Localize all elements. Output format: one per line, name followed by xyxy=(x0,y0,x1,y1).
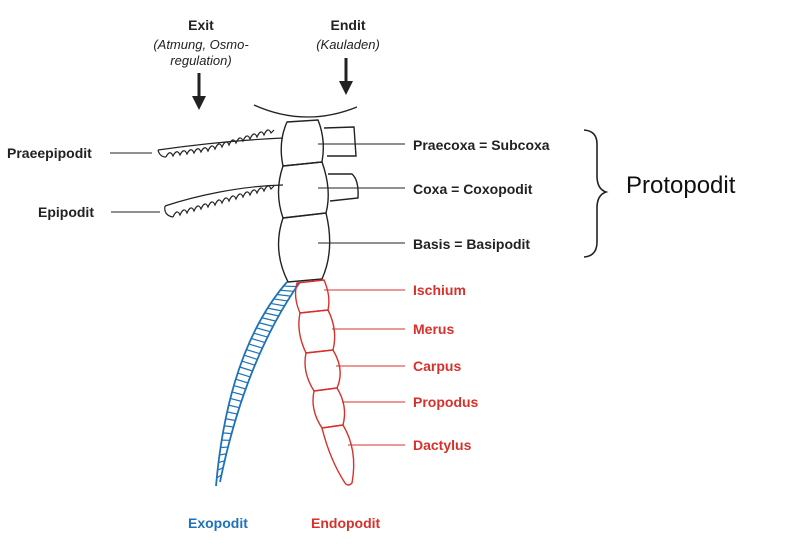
merus-segment xyxy=(298,309,336,354)
basis-label: Basis = Basipodit xyxy=(413,236,531,252)
endit-title: Endit xyxy=(330,17,366,33)
carpus-segment xyxy=(304,349,341,392)
exopodit-annulus xyxy=(222,432,232,435)
exopodit-annulus xyxy=(251,337,266,344)
exopodit-annulus xyxy=(270,302,285,307)
exopodit-annulus xyxy=(241,360,256,366)
exopodit-annulus xyxy=(231,391,244,396)
exopodit-annulus xyxy=(225,418,236,422)
endopodit-ramus xyxy=(294,279,355,486)
praeepipodit-lobe xyxy=(157,129,284,158)
propodus-label: Propodus xyxy=(413,394,479,410)
protopodit-label: Protopodit xyxy=(626,172,736,199)
endit-note: (Kauladen) xyxy=(316,37,380,52)
exopodit-annulus xyxy=(217,467,224,471)
exopodit-annulus xyxy=(264,312,279,317)
merus-label: Merus xyxy=(413,321,455,337)
exopodit-annulus xyxy=(276,293,291,297)
propodus-segment xyxy=(312,387,346,429)
leader-lines-red xyxy=(324,289,405,446)
epipodit-lobe xyxy=(164,184,284,218)
exopodit-annulus xyxy=(267,307,282,312)
exopodit-inner-edge xyxy=(219,281,301,483)
coxa-label: Coxa = Coxopodit xyxy=(413,181,533,197)
ischium-segment xyxy=(294,279,330,314)
endopodit-label: Endopodit xyxy=(311,515,381,531)
exopodit-annulus xyxy=(224,425,234,428)
exopodit-annulus xyxy=(248,343,263,349)
basis-segment xyxy=(277,212,331,283)
exopodit-annulus xyxy=(258,322,274,327)
exopodit-annulus xyxy=(256,327,271,333)
exopodit-annulus xyxy=(233,384,246,390)
exopodit-annulus xyxy=(239,366,253,372)
praecoxa-segment xyxy=(280,119,357,167)
ischium-label: Ischium xyxy=(413,282,466,298)
exopodit-annulus xyxy=(219,453,227,456)
exopodit-annulus xyxy=(230,397,242,402)
leader-lines xyxy=(110,143,405,244)
exopodit-annulus xyxy=(227,411,238,415)
praecoxa-label: Praecoxa = Subcoxa xyxy=(413,137,550,153)
exopodit-annulus xyxy=(283,285,297,288)
carpus-label: Carpus xyxy=(413,358,462,374)
praeepipodit-label: Praeepipodit xyxy=(7,145,92,161)
exopodit-annulus xyxy=(237,372,251,378)
exopodit-annulus xyxy=(235,378,249,384)
exit-note-line2: regulation) xyxy=(170,53,232,68)
exopodit-annulus xyxy=(253,332,268,338)
dactylus-label: Dactylus xyxy=(413,437,472,453)
exopodit-annulus xyxy=(218,460,225,464)
epipodit-label: Epipodit xyxy=(38,204,94,220)
exopodit-ramus xyxy=(215,281,301,487)
body-wall-arc xyxy=(253,104,358,118)
exopodit-annulus xyxy=(280,289,294,292)
exit-arrow xyxy=(192,73,206,110)
exit-title: Exit xyxy=(188,17,214,33)
dactylus-segment xyxy=(321,424,355,486)
exopodit-annulus xyxy=(216,474,222,479)
exopodit-annulus xyxy=(228,404,240,409)
exit-note-line1: (Atmung, Osmo- xyxy=(153,37,249,52)
coxa-segment xyxy=(277,161,359,219)
exopodit-label: Exopodit xyxy=(188,515,248,531)
exopodit-annulus xyxy=(243,354,258,360)
endit-arrow xyxy=(339,58,353,95)
exopodit-annulus xyxy=(246,348,260,355)
exopodit-annulus xyxy=(273,298,288,302)
exopodit-annulus xyxy=(261,317,276,322)
protopodit-brace xyxy=(583,129,609,258)
